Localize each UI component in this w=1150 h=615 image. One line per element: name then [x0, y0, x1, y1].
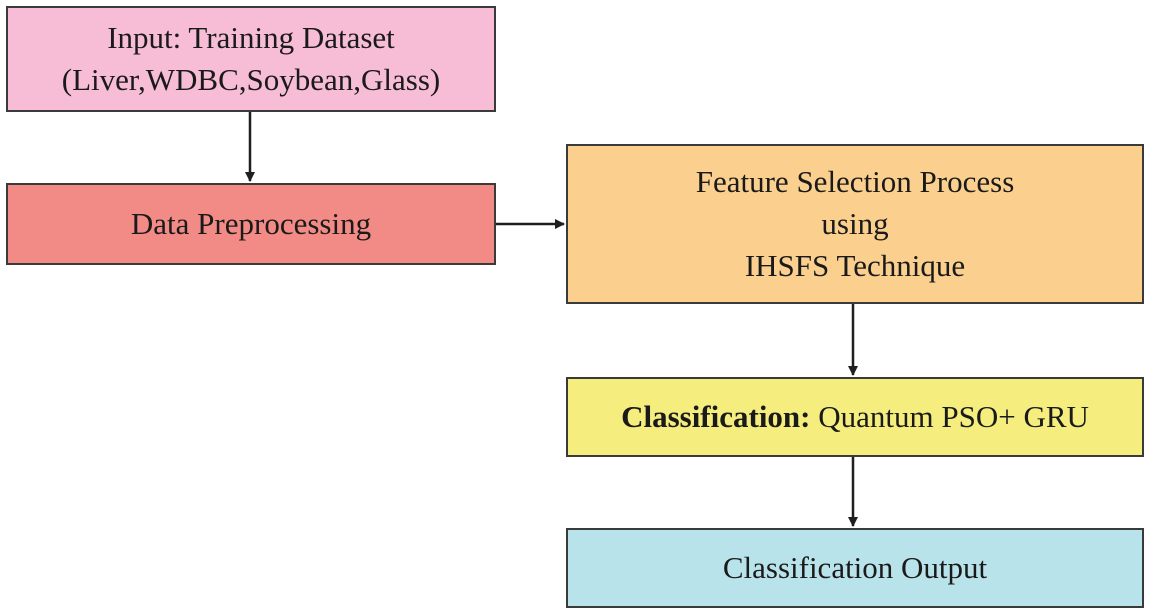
feature-selection-line-1: Feature Selection Process	[695, 164, 1015, 199]
input-dataset-box: Input: Training Dataset (Liver,WDBC,Soyb…	[6, 6, 496, 112]
classification-box: Classification: Quantum PSO+ GRU	[566, 377, 1144, 457]
output-label: Classification Output	[722, 550, 988, 585]
feature-selection-line-2: using	[821, 206, 889, 241]
feature-selection-box: Feature Selection Process using IHSFS Te…	[566, 144, 1144, 304]
classification-label: Quantum PSO+ GRU	[810, 399, 1089, 434]
classification-output-box: Classification Output	[566, 528, 1144, 608]
classification-bold-label: Classification:	[621, 399, 811, 434]
feature-selection-line-3: IHSFS Technique	[744, 248, 966, 283]
input-line-2: (Liver,WDBC,Soybean,Glass)	[61, 62, 441, 97]
input-line-1: Input: Training Dataset	[107, 20, 395, 55]
data-preprocessing-box: Data Preprocessing	[6, 183, 496, 265]
classification-text: Classification: Quantum PSO+ GRU	[621, 396, 1089, 438]
preprocessing-label: Data Preprocessing	[130, 206, 372, 241]
